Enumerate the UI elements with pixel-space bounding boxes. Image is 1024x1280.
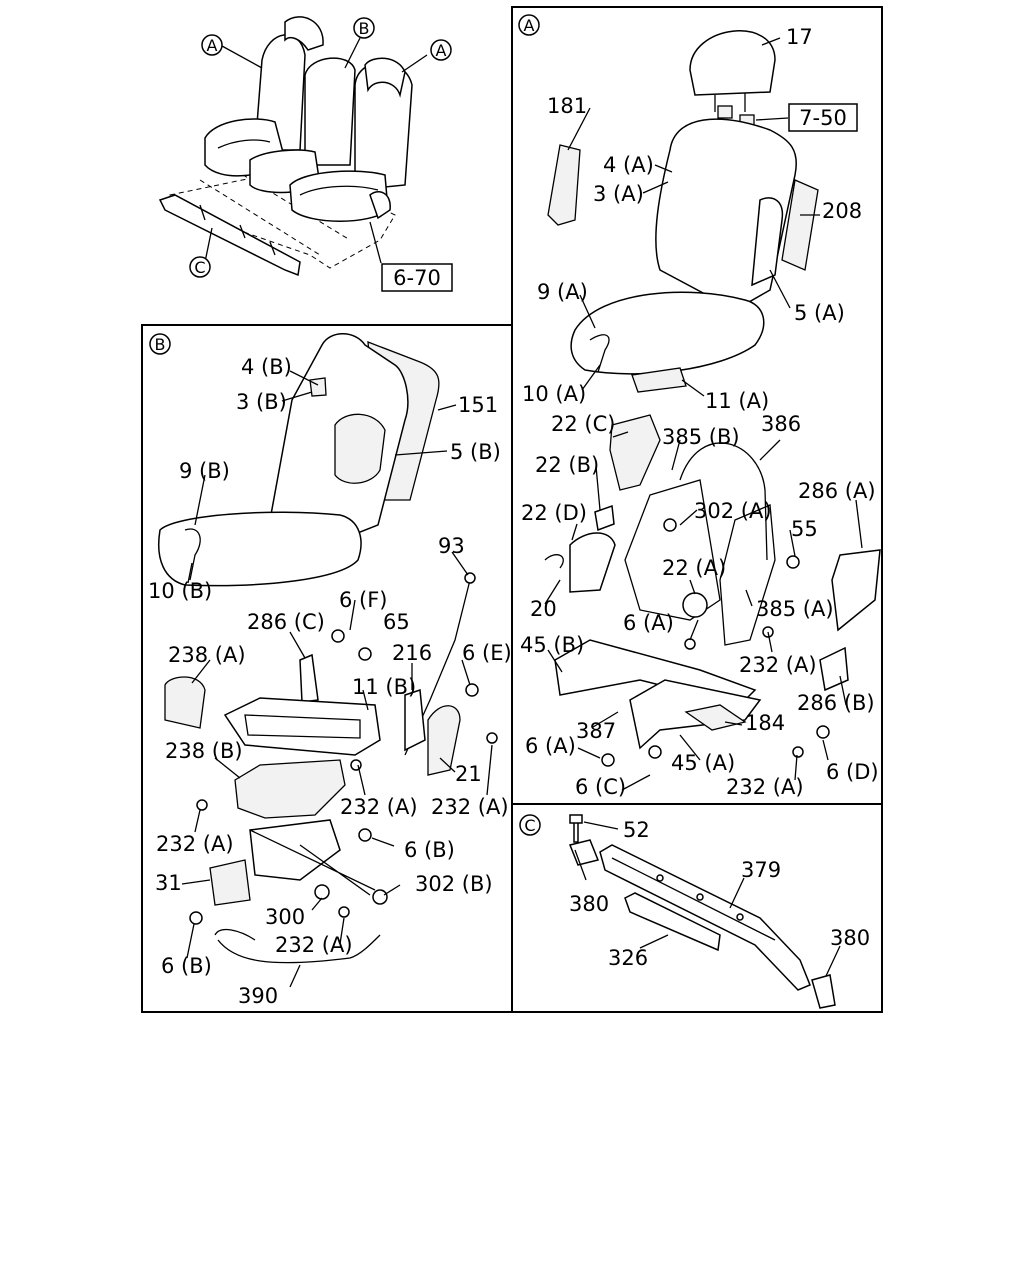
label-22-b: 22 (B) <box>535 453 599 477</box>
label-5-a: 5 (A) <box>794 301 845 325</box>
label-184: 184 <box>745 711 785 735</box>
label-238-a: 238 (A) <box>168 643 246 667</box>
label-232-a-b2: 232 (A) <box>431 795 509 819</box>
label-302-b: 302 (B) <box>415 872 493 896</box>
panel-c-marker: C <box>524 816 535 835</box>
panel-a-drawing: A <box>518 14 881 799</box>
label-10-a: 10 (A) <box>522 382 586 406</box>
label-386: 386 <box>761 412 801 436</box>
label-6-e: 6 (E) <box>462 641 512 665</box>
overview-ref-b: B <box>359 19 370 38</box>
label-385-b: 385 (B) <box>662 425 740 449</box>
label-6-c: 6 (C) <box>575 775 626 799</box>
label-5-b: 5 (B) <box>450 440 501 464</box>
label-232-a-b4: 232 (A) <box>275 933 353 957</box>
label-286-c: 286 (C) <box>247 610 325 634</box>
label-9-a: 9 (A) <box>537 280 588 304</box>
label-151: 151 <box>458 393 498 417</box>
panel-b-marker: B <box>155 335 166 354</box>
label-21: 21 <box>455 762 482 786</box>
overview-ref-c: C <box>194 258 205 277</box>
label-380-right: 380 <box>830 926 870 950</box>
label-379: 379 <box>741 858 781 882</box>
overview-ref-a-left: A <box>207 36 218 55</box>
label-11-a: 11 (A) <box>705 389 769 413</box>
label-17: 17 <box>786 25 813 49</box>
label-4-b: 4 (B) <box>241 355 292 379</box>
label-55: 55 <box>791 517 818 541</box>
overview-drawing: A B A C 6-70 <box>158 16 453 292</box>
label-11-b: 11 (B) <box>352 675 416 699</box>
label-45-a: 45 (A) <box>671 751 735 775</box>
label-286-a: 286 (A) <box>798 479 876 503</box>
overview-ref-a-right: A <box>436 41 447 60</box>
label-45-b: 45 (B) <box>520 633 584 657</box>
label-181: 181 <box>547 94 587 118</box>
label-232-a-b3: 232 (A) <box>156 832 234 856</box>
label-216: 216 <box>392 641 432 665</box>
label-22-c: 22 (C) <box>551 412 615 436</box>
label-326: 326 <box>608 946 648 970</box>
label-93: 93 <box>438 534 465 558</box>
label-10-b: 10 (B) <box>148 579 212 603</box>
label-20: 20 <box>530 597 557 621</box>
panel-a-marker: A <box>524 16 535 35</box>
label-238-b: 238 (B) <box>165 739 243 763</box>
label-22-a: 22 (A) <box>662 556 726 580</box>
label-300: 300 <box>265 905 305 929</box>
label-3-a: 3 (A) <box>593 182 644 206</box>
label-3-b: 3 (B) <box>236 390 287 414</box>
label-6-a-upper: 6 (A) <box>623 611 674 635</box>
panel-c-drawing: C 52 379 380 326 380 <box>519 814 870 1009</box>
label-6-b-upper: 6 (B) <box>404 838 455 862</box>
label-232-a-low: 232 (A) <box>726 775 804 799</box>
label-52: 52 <box>623 818 650 842</box>
label-4-a: 4 (A) <box>603 153 654 177</box>
panel-a-link-box: 7-50 <box>799 106 847 130</box>
label-6-d: 6 (D) <box>826 760 879 784</box>
label-65: 65 <box>383 610 410 634</box>
label-380-left: 380 <box>569 892 609 916</box>
label-387: 387 <box>576 719 616 743</box>
label-208: 208 <box>822 199 862 223</box>
label-232-a-mid: 232 (A) <box>739 653 817 677</box>
label-22-d: 22 (D) <box>521 501 587 525</box>
label-390: 390 <box>238 984 278 1008</box>
label-302-a: 302 (A) <box>694 499 772 523</box>
label-31: 31 <box>155 871 182 895</box>
label-6-a-lower: 6 (A) <box>525 734 576 758</box>
label-6-b-lower: 6 (B) <box>161 954 212 978</box>
label-286-b: 286 (B) <box>797 691 875 715</box>
label-6-f: 6 (F) <box>339 588 388 612</box>
overview-link-box: 6-70 <box>393 266 441 290</box>
panel-b-drawing: B <box>148 333 512 1008</box>
label-385-a: 385 (A) <box>756 597 834 621</box>
label-9-b: 9 (B) <box>179 459 230 483</box>
label-232-a-b1: 232 (A) <box>340 795 418 819</box>
panel-frames <box>141 6 883 1013</box>
